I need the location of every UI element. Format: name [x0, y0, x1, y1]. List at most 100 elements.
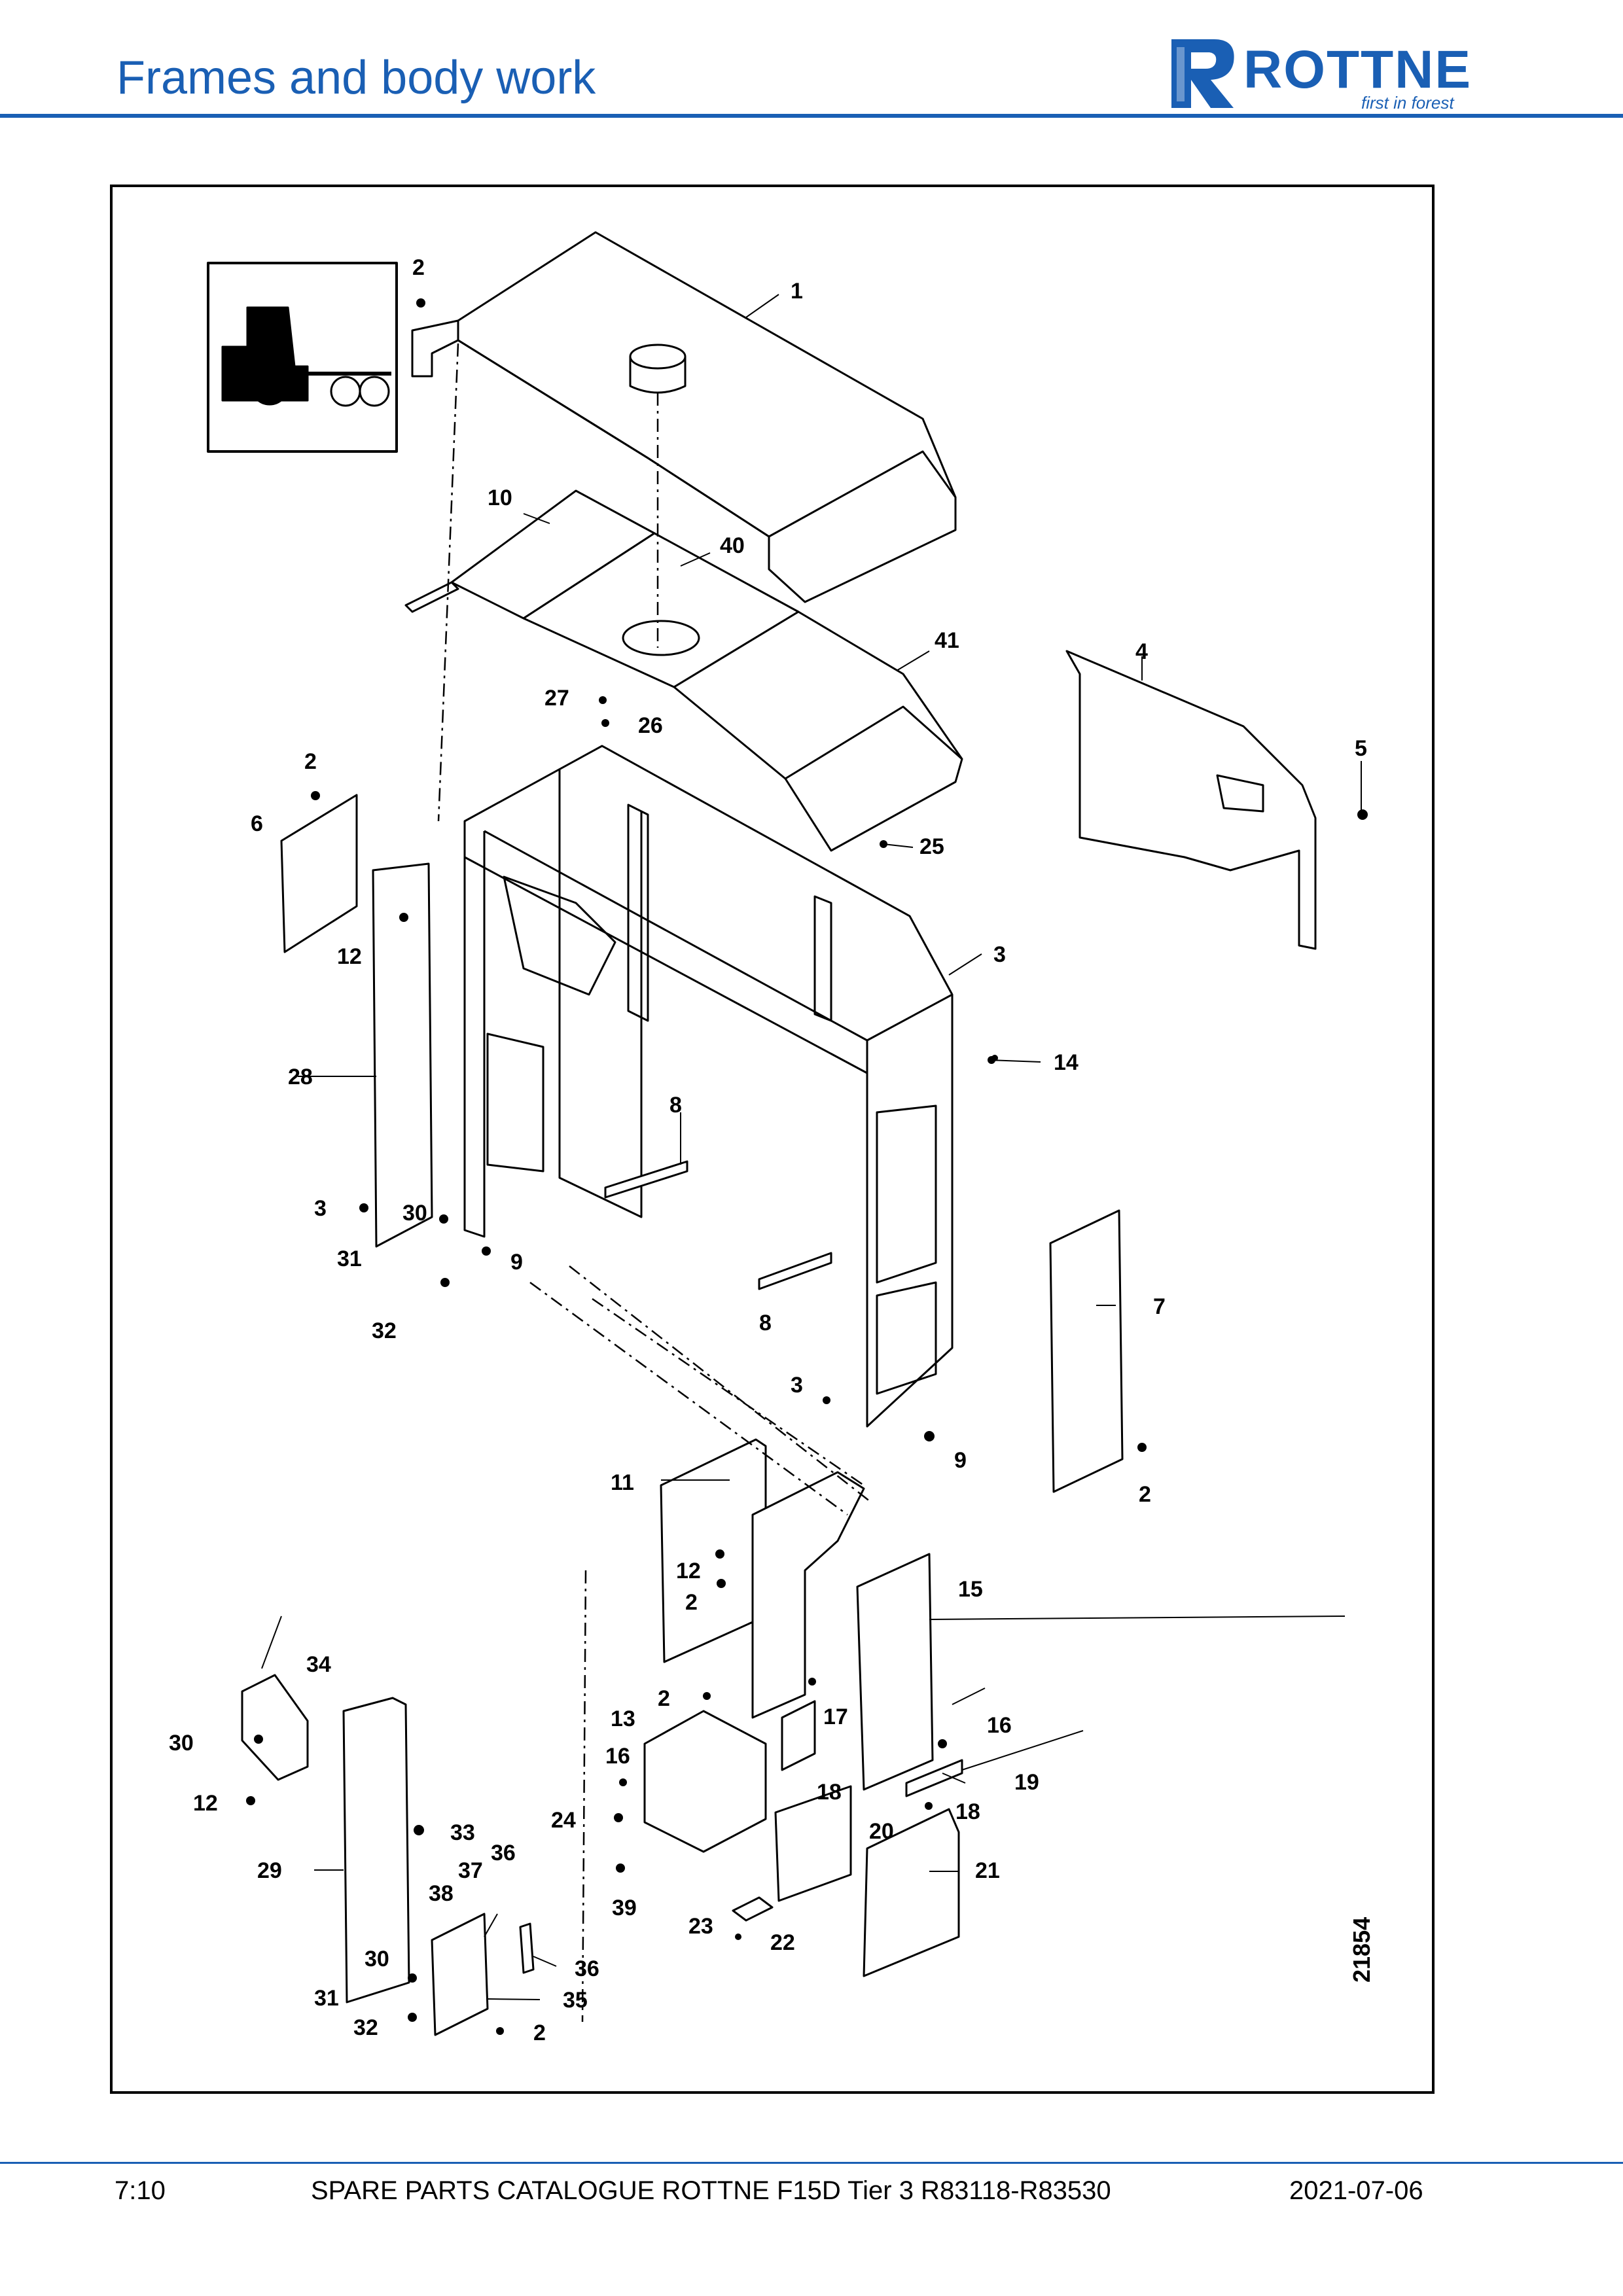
- callout-30: 30: [365, 1947, 389, 1971]
- fasteners: [246, 298, 1368, 2035]
- rail-19: [905, 1759, 963, 1797]
- rod-36: [519, 1922, 535, 1974]
- relay-17: [781, 1700, 816, 1771]
- catalogue-title: SPARE PARTS CATALOGUE ROTTNE F15D Tier 3…: [311, 2176, 1111, 2205]
- side-panel-part: [1065, 650, 1317, 950]
- callout-2: 2: [658, 1686, 670, 1711]
- vehicle-locator-inset: [207, 262, 398, 453]
- callout-39: 39: [612, 1896, 637, 1920]
- bracket-upper: [751, 1471, 865, 1719]
- callout-30: 30: [169, 1731, 194, 1756]
- callout-22: 22: [770, 1930, 795, 1955]
- callout-27: 27: [544, 686, 569, 711]
- post-29: [342, 1697, 410, 2004]
- callout-24: 24: [551, 1808, 576, 1833]
- bar-8-upper: [604, 1160, 688, 1199]
- cover-21: [863, 1808, 960, 1977]
- callout-14: 14: [1054, 1050, 1079, 1075]
- post-bracket-28: [372, 862, 433, 1248]
- callout-9: 9: [510, 1250, 523, 1275]
- holder-20: [774, 1785, 852, 1902]
- callout-28: 28: [288, 1065, 313, 1089]
- callout-12: 12: [193, 1791, 218, 1816]
- callout-31: 31: [337, 1246, 362, 1271]
- callout-13: 13: [611, 1706, 635, 1731]
- callout-18: 18: [817, 1780, 842, 1805]
- drawing-number: 21854: [1348, 1917, 1375, 1983]
- callout-2: 2: [1139, 1482, 1151, 1507]
- diagram-frame: [110, 185, 1435, 2094]
- insulation-panel-41: [673, 610, 963, 852]
- callout-2: 2: [533, 2021, 546, 2045]
- bracket-34: [241, 1674, 309, 1781]
- callout-40: 40: [720, 533, 745, 558]
- roof-panel-40-opening: [622, 620, 700, 656]
- logo-tagline: first in forest: [1361, 93, 1454, 113]
- callout-21: 21: [975, 1858, 1000, 1883]
- page-number: 7:10: [115, 2176, 166, 2205]
- publication-date: 2021-07-06: [1289, 2176, 1423, 2205]
- cab-frame-part: [463, 745, 954, 1428]
- callout-23: 23: [688, 1914, 713, 1939]
- footer-divider: [0, 2162, 1623, 2164]
- callout-29: 29: [257, 1858, 282, 1883]
- callout-7: 7: [1153, 1294, 1166, 1319]
- logo-wordmark: ROTTNE: [1243, 40, 1472, 99]
- rottne-logo: ROTTNE first in forest: [1165, 33, 1518, 113]
- callout-2: 2: [304, 749, 317, 774]
- callout-37: 37: [458, 1858, 483, 1883]
- header-divider: [0, 114, 1623, 118]
- plate-35: [431, 1913, 489, 2036]
- callout-8: 8: [759, 1311, 772, 1335]
- plate-11: [660, 1438, 767, 1663]
- callout-19: 19: [1014, 1770, 1039, 1795]
- callout-36: 36: [575, 1956, 599, 1981]
- callout-35: 35: [563, 1988, 588, 2013]
- callout-36: 36: [491, 1841, 516, 1865]
- rottne-logo-mark: [1171, 39, 1234, 108]
- callout-17: 17: [823, 1704, 848, 1729]
- callout-30: 30: [402, 1201, 427, 1226]
- clip-22: [732, 1896, 774, 1922]
- callout-15: 15: [958, 1577, 983, 1602]
- callout-8: 8: [669, 1093, 682, 1118]
- callout-38: 38: [429, 1881, 454, 1906]
- callout-1: 1: [791, 279, 803, 304]
- door-panel-7: [1049, 1209, 1124, 1493]
- callout-31: 31: [314, 1986, 339, 2011]
- callout-10: 10: [488, 486, 512, 510]
- callout-32: 32: [372, 1318, 397, 1343]
- callout-3: 3: [791, 1373, 803, 1398]
- alignment-lines: [437, 343, 871, 2022]
- callout-4: 4: [1135, 639, 1148, 664]
- callout-3: 3: [993, 942, 1006, 967]
- callout-2: 2: [412, 255, 425, 280]
- callout-5: 5: [1355, 736, 1367, 761]
- callout-18: 18: [955, 1799, 980, 1824]
- plate-15: [856, 1553, 934, 1791]
- bar-8-lower: [758, 1252, 832, 1290]
- callout-16: 16: [605, 1744, 630, 1769]
- callout-41: 41: [935, 628, 959, 653]
- callout-32: 32: [353, 2015, 378, 2040]
- callout-12: 12: [676, 1559, 701, 1583]
- roof-hood-part: [411, 231, 957, 603]
- callout-2: 2: [685, 1590, 698, 1615]
- box-13: [643, 1710, 767, 1853]
- callout-16: 16: [987, 1713, 1012, 1738]
- callout-9: 9: [954, 1448, 967, 1473]
- vehicle-locator-icon: [221, 306, 391, 407]
- callout-3: 3: [314, 1196, 327, 1221]
- callout-34: 34: [306, 1652, 331, 1677]
- callout-11: 11: [611, 1470, 634, 1495]
- callout-6: 6: [251, 811, 263, 836]
- callout-26: 26: [638, 713, 663, 738]
- callout-33: 33: [450, 1820, 475, 1845]
- page-title: Frames and body work: [116, 52, 596, 104]
- cover-plate-6: [280, 794, 358, 953]
- callout-25: 25: [919, 834, 944, 859]
- roof-panel-10-edge: [404, 581, 459, 613]
- callout-12: 12: [337, 944, 362, 969]
- leader-lines: [261, 294, 1362, 2000]
